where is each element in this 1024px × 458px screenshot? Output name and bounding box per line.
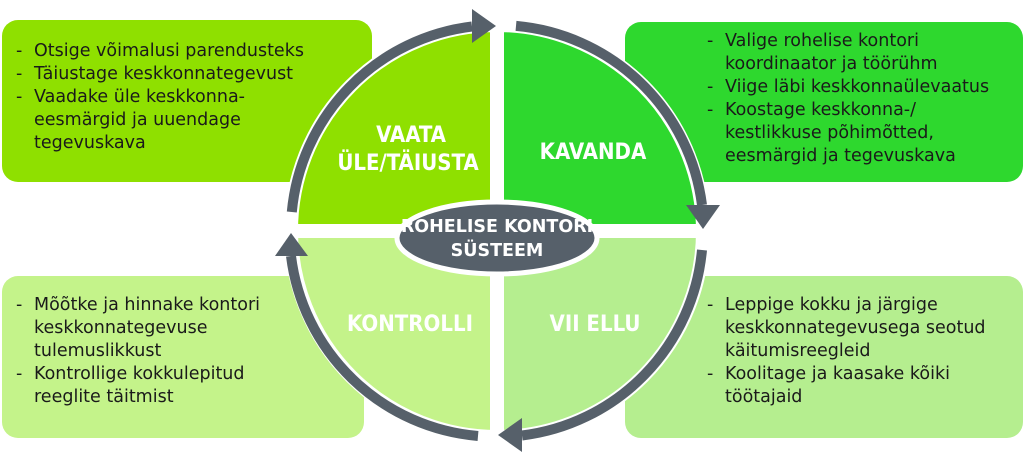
arc-top-right bbox=[515, 20, 707, 206]
label-plan: KAVANDA bbox=[540, 140, 647, 165]
list-item: -Täiustage keskkonnategevust bbox=[16, 64, 294, 84]
arrow-head-bottom bbox=[498, 418, 522, 452]
list-item: -Koostage keskkonna-/kestlikkuse põhimõt… bbox=[707, 100, 956, 166]
arrow-head-right bbox=[686, 205, 720, 229]
arc-bottom-right bbox=[521, 249, 707, 441]
label-check: KONTROLLI bbox=[347, 312, 473, 337]
list-review-improve: -Otsige võimalusi parendusteks -Täiustag… bbox=[12, 40, 362, 155]
list-item: -Viige läbi keskkonnaülevaatus bbox=[707, 77, 990, 97]
center-title-line1: ROHELISE KONTORI bbox=[401, 217, 593, 237]
arrow-head-top bbox=[472, 9, 496, 43]
center-title-line2: SÜSTEEM bbox=[451, 239, 544, 261]
list-item: -Vaadake üle keskkonna-eesmärgid ja uuen… bbox=[16, 87, 245, 153]
arc-top-left bbox=[286, 21, 473, 213]
arc-bottom-left bbox=[286, 255, 479, 441]
label-review: VAATA bbox=[376, 123, 447, 148]
label-improve: ÜLE/TÄIUSTA bbox=[337, 150, 479, 176]
center-badge bbox=[394, 199, 600, 277]
arrow-head-left bbox=[275, 233, 308, 256]
list-item: -Otsige võimalusi parendusteks bbox=[16, 41, 304, 61]
box-review-improve: -Otsige võimalusi parendusteks -Täiustag… bbox=[2, 20, 372, 182]
label-implement: VII ELLU bbox=[550, 312, 641, 337]
